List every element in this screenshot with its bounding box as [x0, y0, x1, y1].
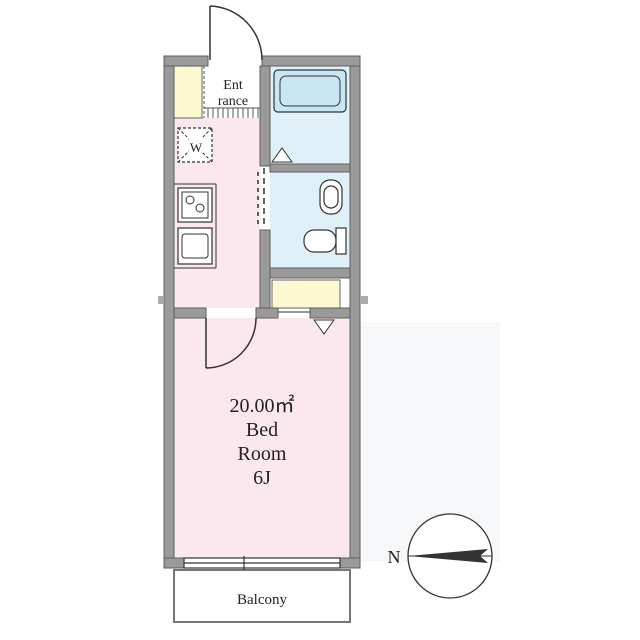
washer-label: W	[190, 140, 203, 155]
shoe-cabinet	[173, 65, 203, 119]
bedroom-name-line1: Bed	[246, 419, 278, 441]
washer-space	[177, 127, 213, 163]
balcony-label: Balcony	[237, 592, 287, 608]
bedroom-area: 20.00㎡	[230, 393, 295, 417]
bath-door-marker	[271, 147, 293, 163]
compass-north-label: N	[388, 547, 401, 567]
bedroom-size: 6J	[253, 467, 271, 489]
bedroom-door[interactable]	[205, 317, 257, 369]
compass	[407, 513, 493, 599]
toilet	[303, 179, 347, 255]
balcony-window[interactable]	[183, 556, 341, 570]
stove	[177, 187, 213, 223]
entrance-floor	[203, 66, 262, 118]
storage-closet	[271, 279, 341, 309]
bathtub	[273, 69, 347, 113]
entrance-label-line2: rance	[218, 94, 248, 109]
entrance-door[interactable]	[209, 5, 263, 61]
entrance-label-line1: Ent	[223, 78, 243, 93]
balcony-floor	[173, 569, 351, 623]
walls	[163, 55, 361, 569]
kitchen-sink	[177, 227, 213, 265]
bathroom-sliding-door[interactable]	[257, 168, 265, 228]
bedroom-floor	[174, 318, 350, 558]
storage-door-marker	[313, 319, 335, 335]
bedroom-name-line2: Room	[238, 443, 287, 465]
